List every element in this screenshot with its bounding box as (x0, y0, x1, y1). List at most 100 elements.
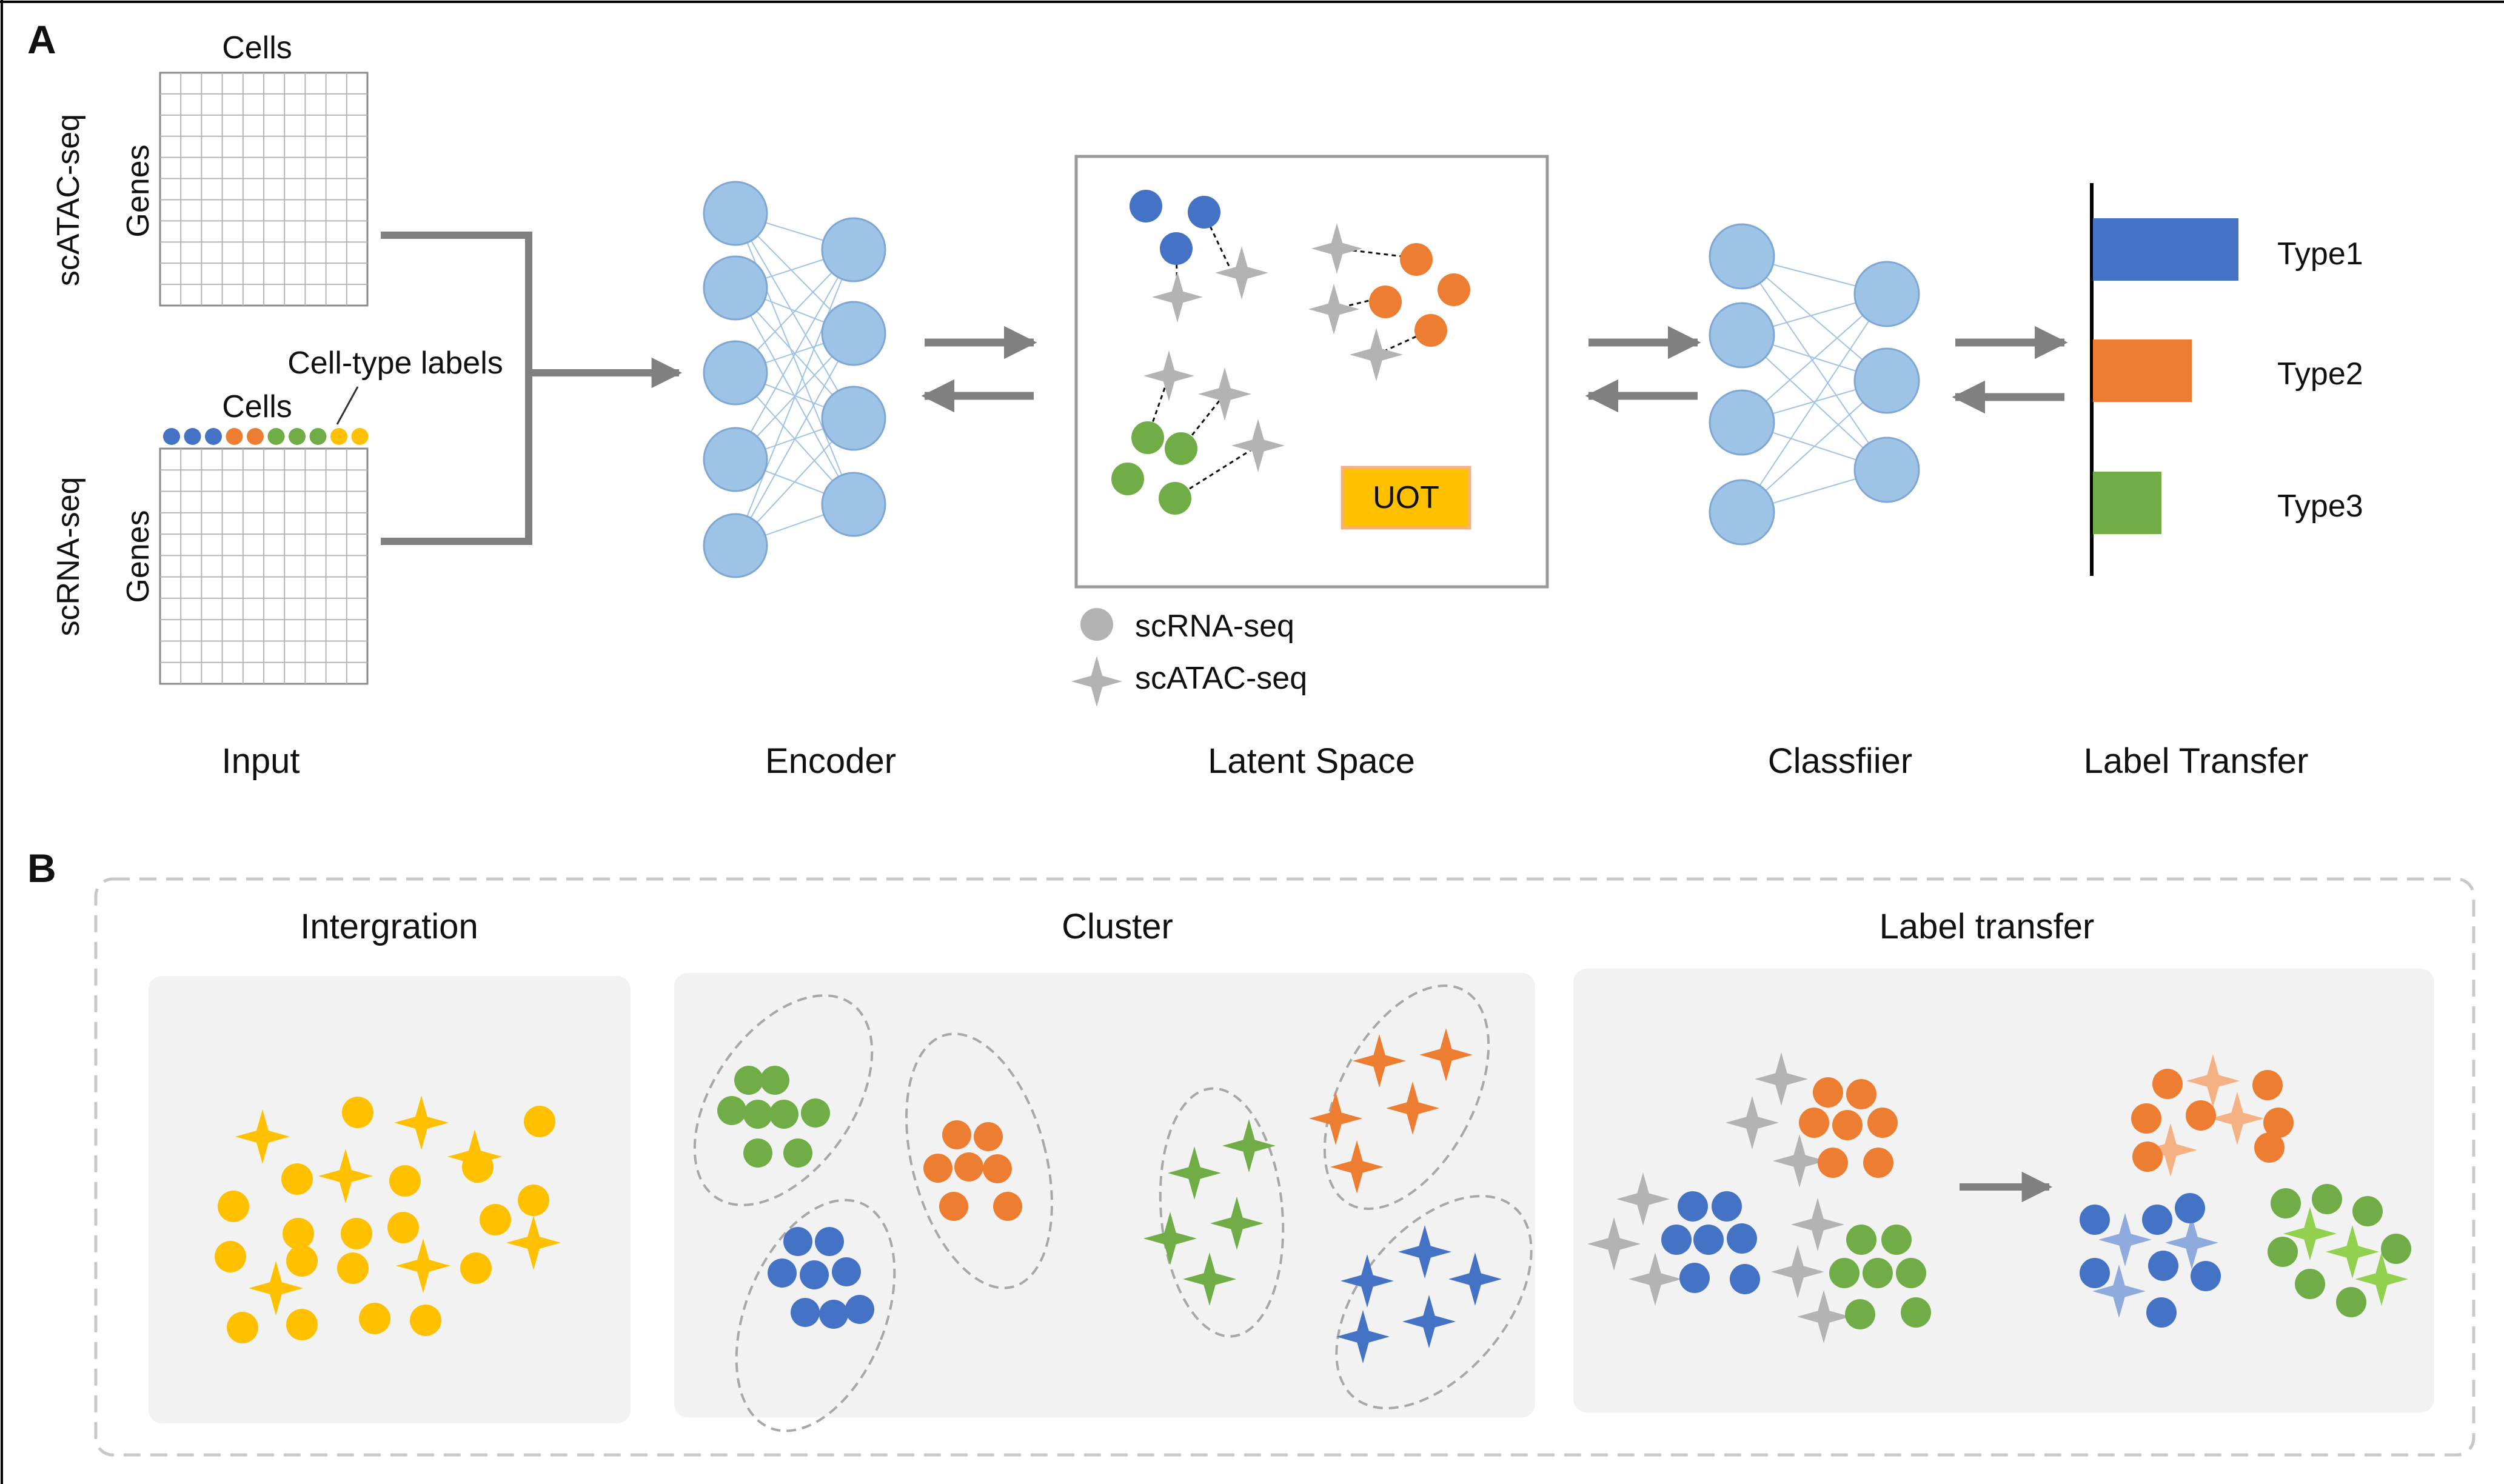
integration-cell (359, 1303, 390, 1334)
cell-type-label-dot (267, 428, 285, 445)
transfer-green-cell (2295, 1269, 2325, 1299)
transfer-blue-cell (1679, 1263, 1710, 1293)
cluster-green-cell (743, 1138, 772, 1168)
integration-cell (337, 1252, 369, 1284)
rna-matrix: Cells Genes scRNA-seq Cell-type labels (51, 346, 503, 685)
integration-cell (460, 1252, 492, 1284)
uot-box (1341, 466, 1471, 530)
rna-matrix-col-label: Cells (222, 389, 292, 424)
transfer-blue-cell (2080, 1205, 2110, 1235)
cluster-orange-cell (974, 1122, 1003, 1151)
transfer-blue-cell (1661, 1225, 1692, 1255)
unlabeled-star (1771, 1245, 1824, 1298)
transferred-blue-star (2165, 1216, 2218, 1269)
rna-cell-green (1159, 482, 1191, 515)
integration-panel (149, 976, 631, 1423)
integration-star (394, 1095, 449, 1150)
cell-type-label-dot (184, 428, 201, 445)
cluster-outline (1323, 984, 1490, 1210)
transfer-orange-cell (1867, 1108, 1898, 1138)
integration-cell (215, 1241, 246, 1272)
transfer-orange-cell (1813, 1077, 1843, 1108)
integration-star (447, 1129, 502, 1184)
cluster-green-cell (801, 1098, 830, 1128)
cell-type-label-dot (247, 428, 264, 445)
network-edge (1741, 293, 1887, 513)
cluster-green-star (1222, 1119, 1276, 1172)
integration-star (396, 1238, 450, 1293)
rna-cell-orange (1369, 286, 1402, 318)
cluster-green-cell (734, 1066, 763, 1095)
stage-label-latent: Latent Space (1208, 741, 1415, 781)
transfer-blue-cell (2142, 1205, 2172, 1235)
transfer-green-cell (1896, 1258, 1926, 1288)
cell-type-label-dot (351, 428, 369, 445)
rna-cell-orange (1414, 314, 1447, 347)
transfer-green-cell (1846, 1225, 1876, 1255)
cluster-title: Cluster (1062, 907, 1173, 946)
transfer-blue-cell (2148, 1251, 2178, 1281)
transfer-orange-cell (2131, 1103, 2161, 1134)
transferred-orange-star (2211, 1092, 2264, 1145)
transfer-orange-cell (1863, 1148, 1893, 1178)
cell-type-label-dot (205, 428, 222, 445)
cluster-orange-cell (942, 1120, 971, 1149)
rna-cell-orange (1400, 243, 1433, 276)
atac-matrix: Cells Genes scATAC-seq (51, 30, 369, 307)
cluster-outline (905, 1032, 1053, 1289)
integration-title: Intergration (300, 907, 478, 946)
match-link (1176, 444, 1259, 498)
transfer-orange-cell (1799, 1108, 1829, 1138)
rna-side-label: scRNA-seq (51, 477, 86, 637)
transfer-blue-cell (2175, 1193, 2205, 1223)
cluster-orange-star (1309, 1092, 1362, 1145)
rna-matrix-grid (159, 447, 369, 685)
unlabeled-star (1726, 1096, 1779, 1149)
cluster-blue-star (1448, 1252, 1502, 1306)
integration-cell (518, 1185, 549, 1216)
stage-label-classifier: Classfiier (1768, 741, 1913, 781)
integration-star (318, 1149, 373, 1203)
integration-cell (218, 1191, 249, 1222)
cluster-blue-cell (845, 1295, 874, 1324)
cluster-markers (693, 984, 1533, 1432)
panel-b-frame (94, 877, 2476, 1457)
cluster-green-star (1168, 1146, 1221, 1200)
network-node (703, 427, 768, 492)
atac-cell (1215, 246, 1268, 299)
integration-cell (410, 1305, 441, 1336)
unlabeled-star (1587, 1217, 1641, 1271)
match-link (1336, 247, 1413, 259)
network-edge (735, 249, 854, 546)
atac-cell (1152, 272, 1203, 323)
cluster-panel (674, 973, 1535, 1417)
bar-type2 (2093, 339, 2192, 402)
atac-cell (1308, 284, 1359, 335)
cluster-outline (693, 994, 874, 1206)
input-connector (381, 232, 683, 545)
cell-type-label-dot (289, 428, 306, 445)
unlabeled-star (1629, 1252, 1682, 1306)
network-node (703, 255, 768, 321)
cluster-outline (735, 1198, 896, 1432)
cluster-green-star (1183, 1252, 1236, 1306)
network-node (703, 513, 768, 578)
cluster-orange-cell (983, 1154, 1012, 1183)
network-node (821, 217, 886, 282)
transfer-orange-cell (2186, 1100, 2216, 1131)
cluster-green-cell (769, 1100, 798, 1129)
network-node (1709, 479, 1775, 546)
rna-cell-blue (1188, 196, 1220, 229)
rna-matrix-row-label: Genes (121, 510, 156, 603)
bar-label-type2: Type2 (2277, 356, 2363, 392)
atac-cell (1198, 367, 1251, 421)
cluster-blue-star (1341, 1254, 1394, 1308)
label-transfer-title: Label transfer (1880, 907, 2095, 946)
cluster-green-cell (760, 1066, 789, 1095)
transfer-blue-cell (2146, 1297, 2177, 1328)
transfer-orange-cell (1818, 1148, 1848, 1178)
stage-label-transfer: Label Transfer (2084, 741, 2309, 781)
panel-a-label: A (27, 17, 56, 62)
cluster-blue-star (1402, 1295, 1456, 1348)
